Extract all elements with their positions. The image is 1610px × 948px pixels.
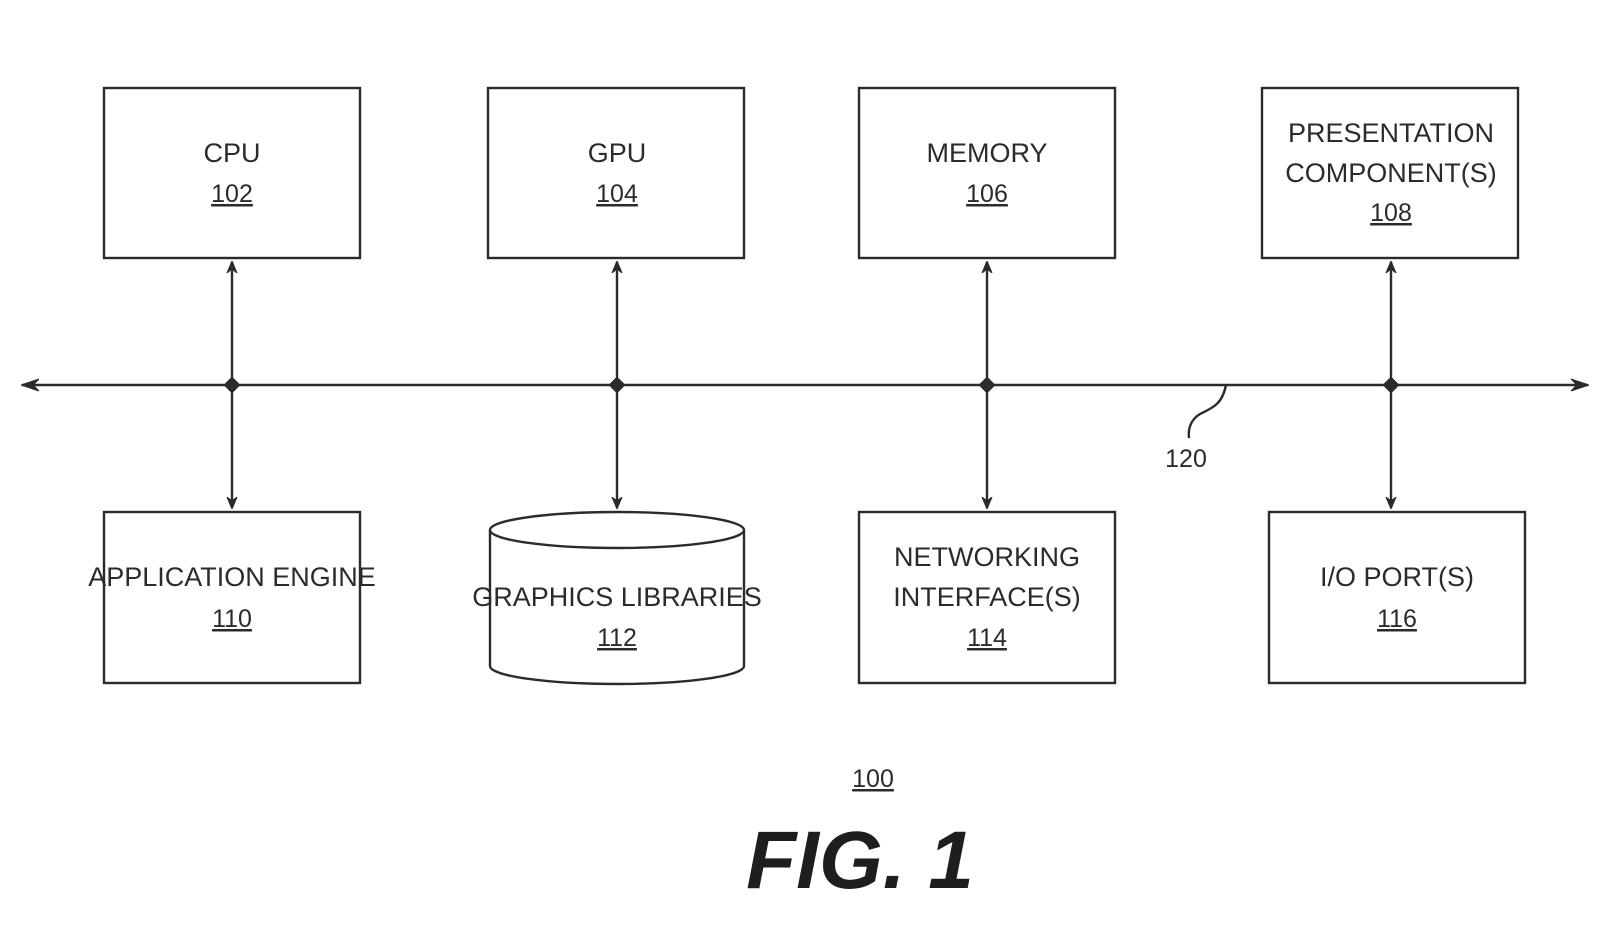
presentation-ref: 108 xyxy=(1370,199,1412,227)
bus-reference-number: 120 xyxy=(1165,445,1207,473)
cpu-box xyxy=(102,86,362,260)
cylinder-top-rim xyxy=(488,529,746,550)
junction-dot xyxy=(608,376,626,394)
memory-label: MEMORY xyxy=(926,138,1047,168)
networking-block: NETWORKING INTERFACE(S) 114 xyxy=(857,510,1117,685)
presentation-box xyxy=(1260,86,1520,260)
memory-ref: 106 xyxy=(966,180,1008,208)
gpu-label: GPU xyxy=(588,138,647,168)
cpu-ref: 102 xyxy=(211,180,253,208)
app-engine-block: APPLICATION ENGINE 110 xyxy=(88,510,376,685)
figure-caption: FIG. 1 xyxy=(746,815,974,906)
memory-box xyxy=(857,86,1117,260)
graphics-libraries-block: GRAPHICS LIBRARIES 112 xyxy=(472,510,762,686)
graphics-libraries-cylinder xyxy=(488,510,746,686)
networking-label-line2: INTERFACE(S) xyxy=(893,582,1081,612)
presentation-block: PRESENTATION COMPONENT(S) 108 xyxy=(1260,86,1520,260)
figure-reference-number: 100 xyxy=(852,765,894,793)
junction-dot xyxy=(1382,376,1400,394)
graphics-libraries-ref: 112 xyxy=(597,624,637,652)
app-engine-ref: 110 xyxy=(212,605,252,633)
gpu-ref: 104 xyxy=(596,180,638,208)
bus-reference-leader xyxy=(1187,384,1228,439)
io-ports-block: I/O PORT(S) 116 xyxy=(1267,510,1527,685)
gpu-block: GPU 104 xyxy=(486,86,746,260)
io-ports-ref: 116 xyxy=(1377,605,1417,633)
networking-ref: 114 xyxy=(967,624,1007,652)
io-ports-box xyxy=(1267,510,1527,685)
networking-box xyxy=(857,510,1117,685)
presentation-label-line1: PRESENTATION xyxy=(1288,118,1494,148)
io-ports-label: I/O PORT(S) xyxy=(1320,562,1474,592)
app-engine-box xyxy=(102,510,362,685)
junction-dot xyxy=(978,376,996,394)
networking-label-line1: NETWORKING xyxy=(894,542,1080,572)
presentation-label-line2: COMPONENT(S) xyxy=(1285,158,1497,188)
junction-dot xyxy=(223,376,241,394)
memory-block: MEMORY 106 xyxy=(857,86,1117,260)
graphics-libraries-label: GRAPHICS LIBRARIES xyxy=(472,582,762,612)
gpu-box xyxy=(486,86,746,260)
cpu-label: CPU xyxy=(203,138,260,168)
app-engine-label: APPLICATION ENGINE xyxy=(88,562,376,592)
cpu-block: CPU 102 xyxy=(102,86,362,260)
